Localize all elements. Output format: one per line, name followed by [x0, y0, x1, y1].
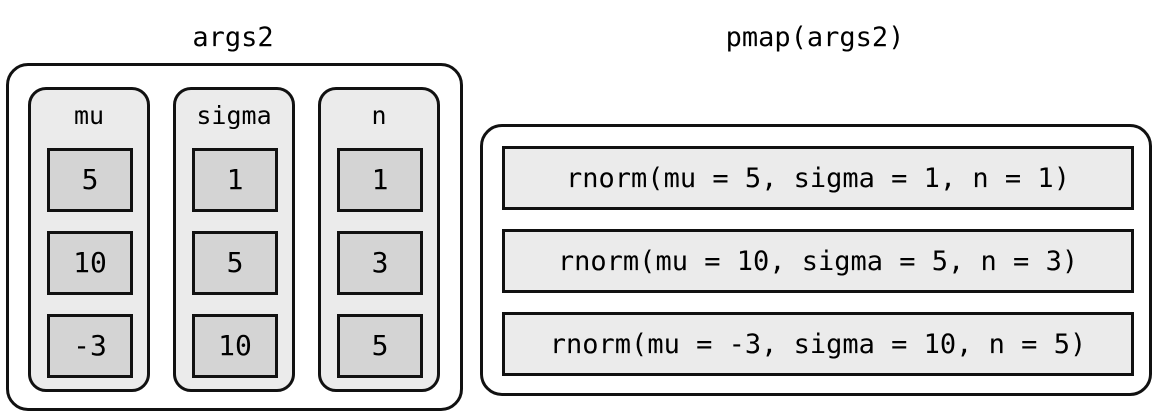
cell-mu-0: 5: [47, 148, 133, 212]
column-n: n 1 3 5: [318, 87, 440, 392]
pmap-title: pmap(args2): [725, 22, 905, 53]
cell-mu-2: -3: [47, 314, 133, 378]
cell-n-2: 5: [337, 314, 423, 378]
cell-n-1: 3: [337, 231, 423, 295]
cell-mu-1: 10: [47, 231, 133, 295]
column-sigma: sigma 1 5 10: [173, 87, 295, 392]
args2-container: mu 5 10 -3 sigma 1 5 10 n 1 3 5: [6, 63, 463, 411]
cell-sigma-2: 10: [192, 314, 278, 378]
call-row-1: rnorm(mu = 10, sigma = 5, n = 3): [502, 229, 1134, 293]
cell-sigma-1: 5: [192, 231, 278, 295]
cell-sigma-0: 1: [192, 148, 278, 212]
column-label-sigma: sigma: [196, 101, 272, 130]
column-label-mu: mu: [73, 101, 105, 130]
cell-n-0: 1: [337, 148, 423, 212]
args2-title: args2: [192, 22, 274, 53]
column-label-n: n: [371, 101, 387, 130]
column-mu: mu 5 10 -3: [28, 87, 150, 392]
call-row-2: rnorm(mu = -3, sigma = 10, n = 5): [502, 312, 1134, 376]
pmap-result-container: rnorm(mu = 5, sigma = 1, n = 1) rnorm(mu…: [480, 124, 1152, 396]
call-row-0: rnorm(mu = 5, sigma = 1, n = 1): [502, 146, 1134, 210]
